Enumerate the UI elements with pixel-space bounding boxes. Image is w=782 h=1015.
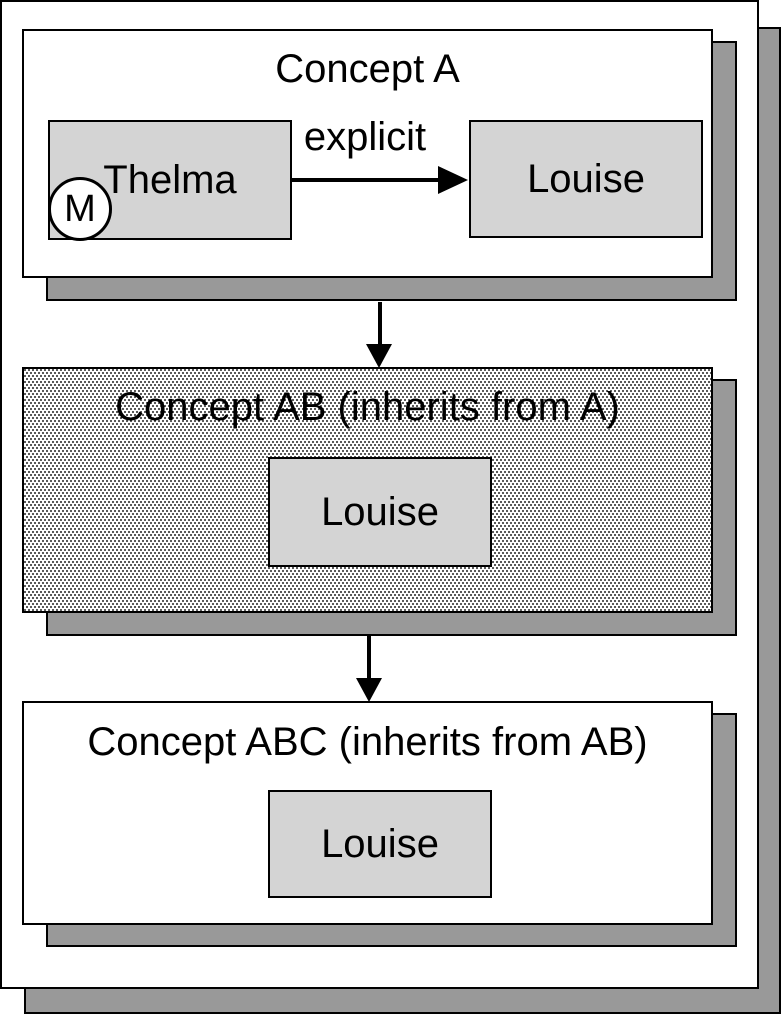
node-louise-abc-label: Louise xyxy=(321,821,439,866)
m-marker-circle: M xyxy=(48,177,112,241)
node-louise-ab: Louise xyxy=(268,457,492,567)
concept-abc-title: Concept ABC (inherits from AB) xyxy=(87,720,648,764)
arrow-a-to-ab-head xyxy=(366,344,392,368)
node-louise-abc: Louise xyxy=(268,790,492,898)
m-marker-label: M xyxy=(64,187,96,230)
concept-ab-title: Concept AB (inherits from A) xyxy=(115,385,620,429)
explicit-arrow-line xyxy=(292,178,440,182)
node-louise-a-label: Louise xyxy=(527,156,645,201)
arrow-a-to-ab-line xyxy=(378,302,382,346)
concept-a-title: Concept A xyxy=(275,47,460,91)
node-louise-a: Louise xyxy=(469,120,703,238)
explicit-arrow-head xyxy=(438,166,468,194)
arrow-ab-to-abc-line xyxy=(367,636,371,680)
node-louise-ab-label: Louise xyxy=(321,489,439,534)
explicit-relation-label: explicit xyxy=(303,115,427,159)
arrow-ab-to-abc-head xyxy=(356,678,382,702)
node-thelma-label: Thelma xyxy=(103,157,237,202)
